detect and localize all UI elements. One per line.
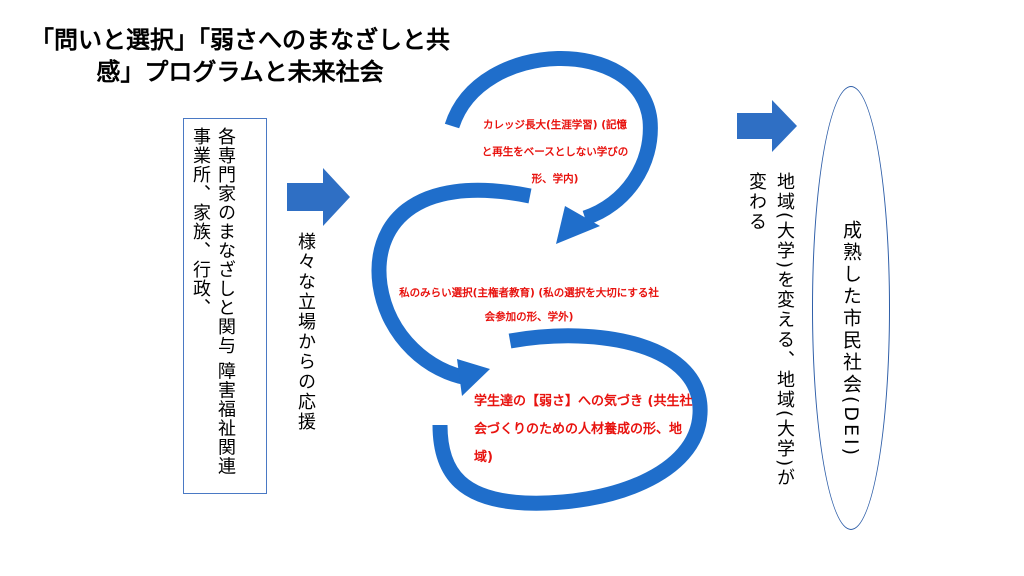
stakeholder-box: 各専門家のまなざしと関与 障害福祉関連事業所、家族、行政、 [183,118,267,494]
cycle-arrowhead-1 [556,206,600,244]
support-label: 様々な立場からの応援 [295,232,316,432]
change-label: 地域(大学)を変える、地域(大学)が変わる [746,172,795,489]
society-oval [812,86,890,530]
cycle-ring-1 [444,51,658,226]
goal-label: 成熟した市民社会(DEI) [840,220,862,459]
cycle-step-choice: 私のみらい選択(主権者教育) (私の選択を大切にする社会参加の形、学外) [399,287,659,323]
page-title: 「問いと選択」「弱さへのまなざしと共感」プログラムと未来社会 [30,26,450,86]
cycle-ring-3 [432,328,708,511]
cycle-step-awareness: 学生達の【弱さ】への気づき (共生社会づくりのための人材養成の形、地域) [474,394,693,465]
cycle-ring-2 [371,182,532,386]
arrow-to-society [737,100,797,152]
stakeholder-text: 各専門家のまなざしと関与 障害福祉関連事業所、家族、行政、 [190,127,236,476]
cycle-arrowhead-2 [457,359,490,396]
arrow-to-cycle [287,168,350,226]
cycle-step-college: カレッジ長大(生涯学習) (記憶と再生をベースとしない学びの形、学内) [481,119,629,185]
